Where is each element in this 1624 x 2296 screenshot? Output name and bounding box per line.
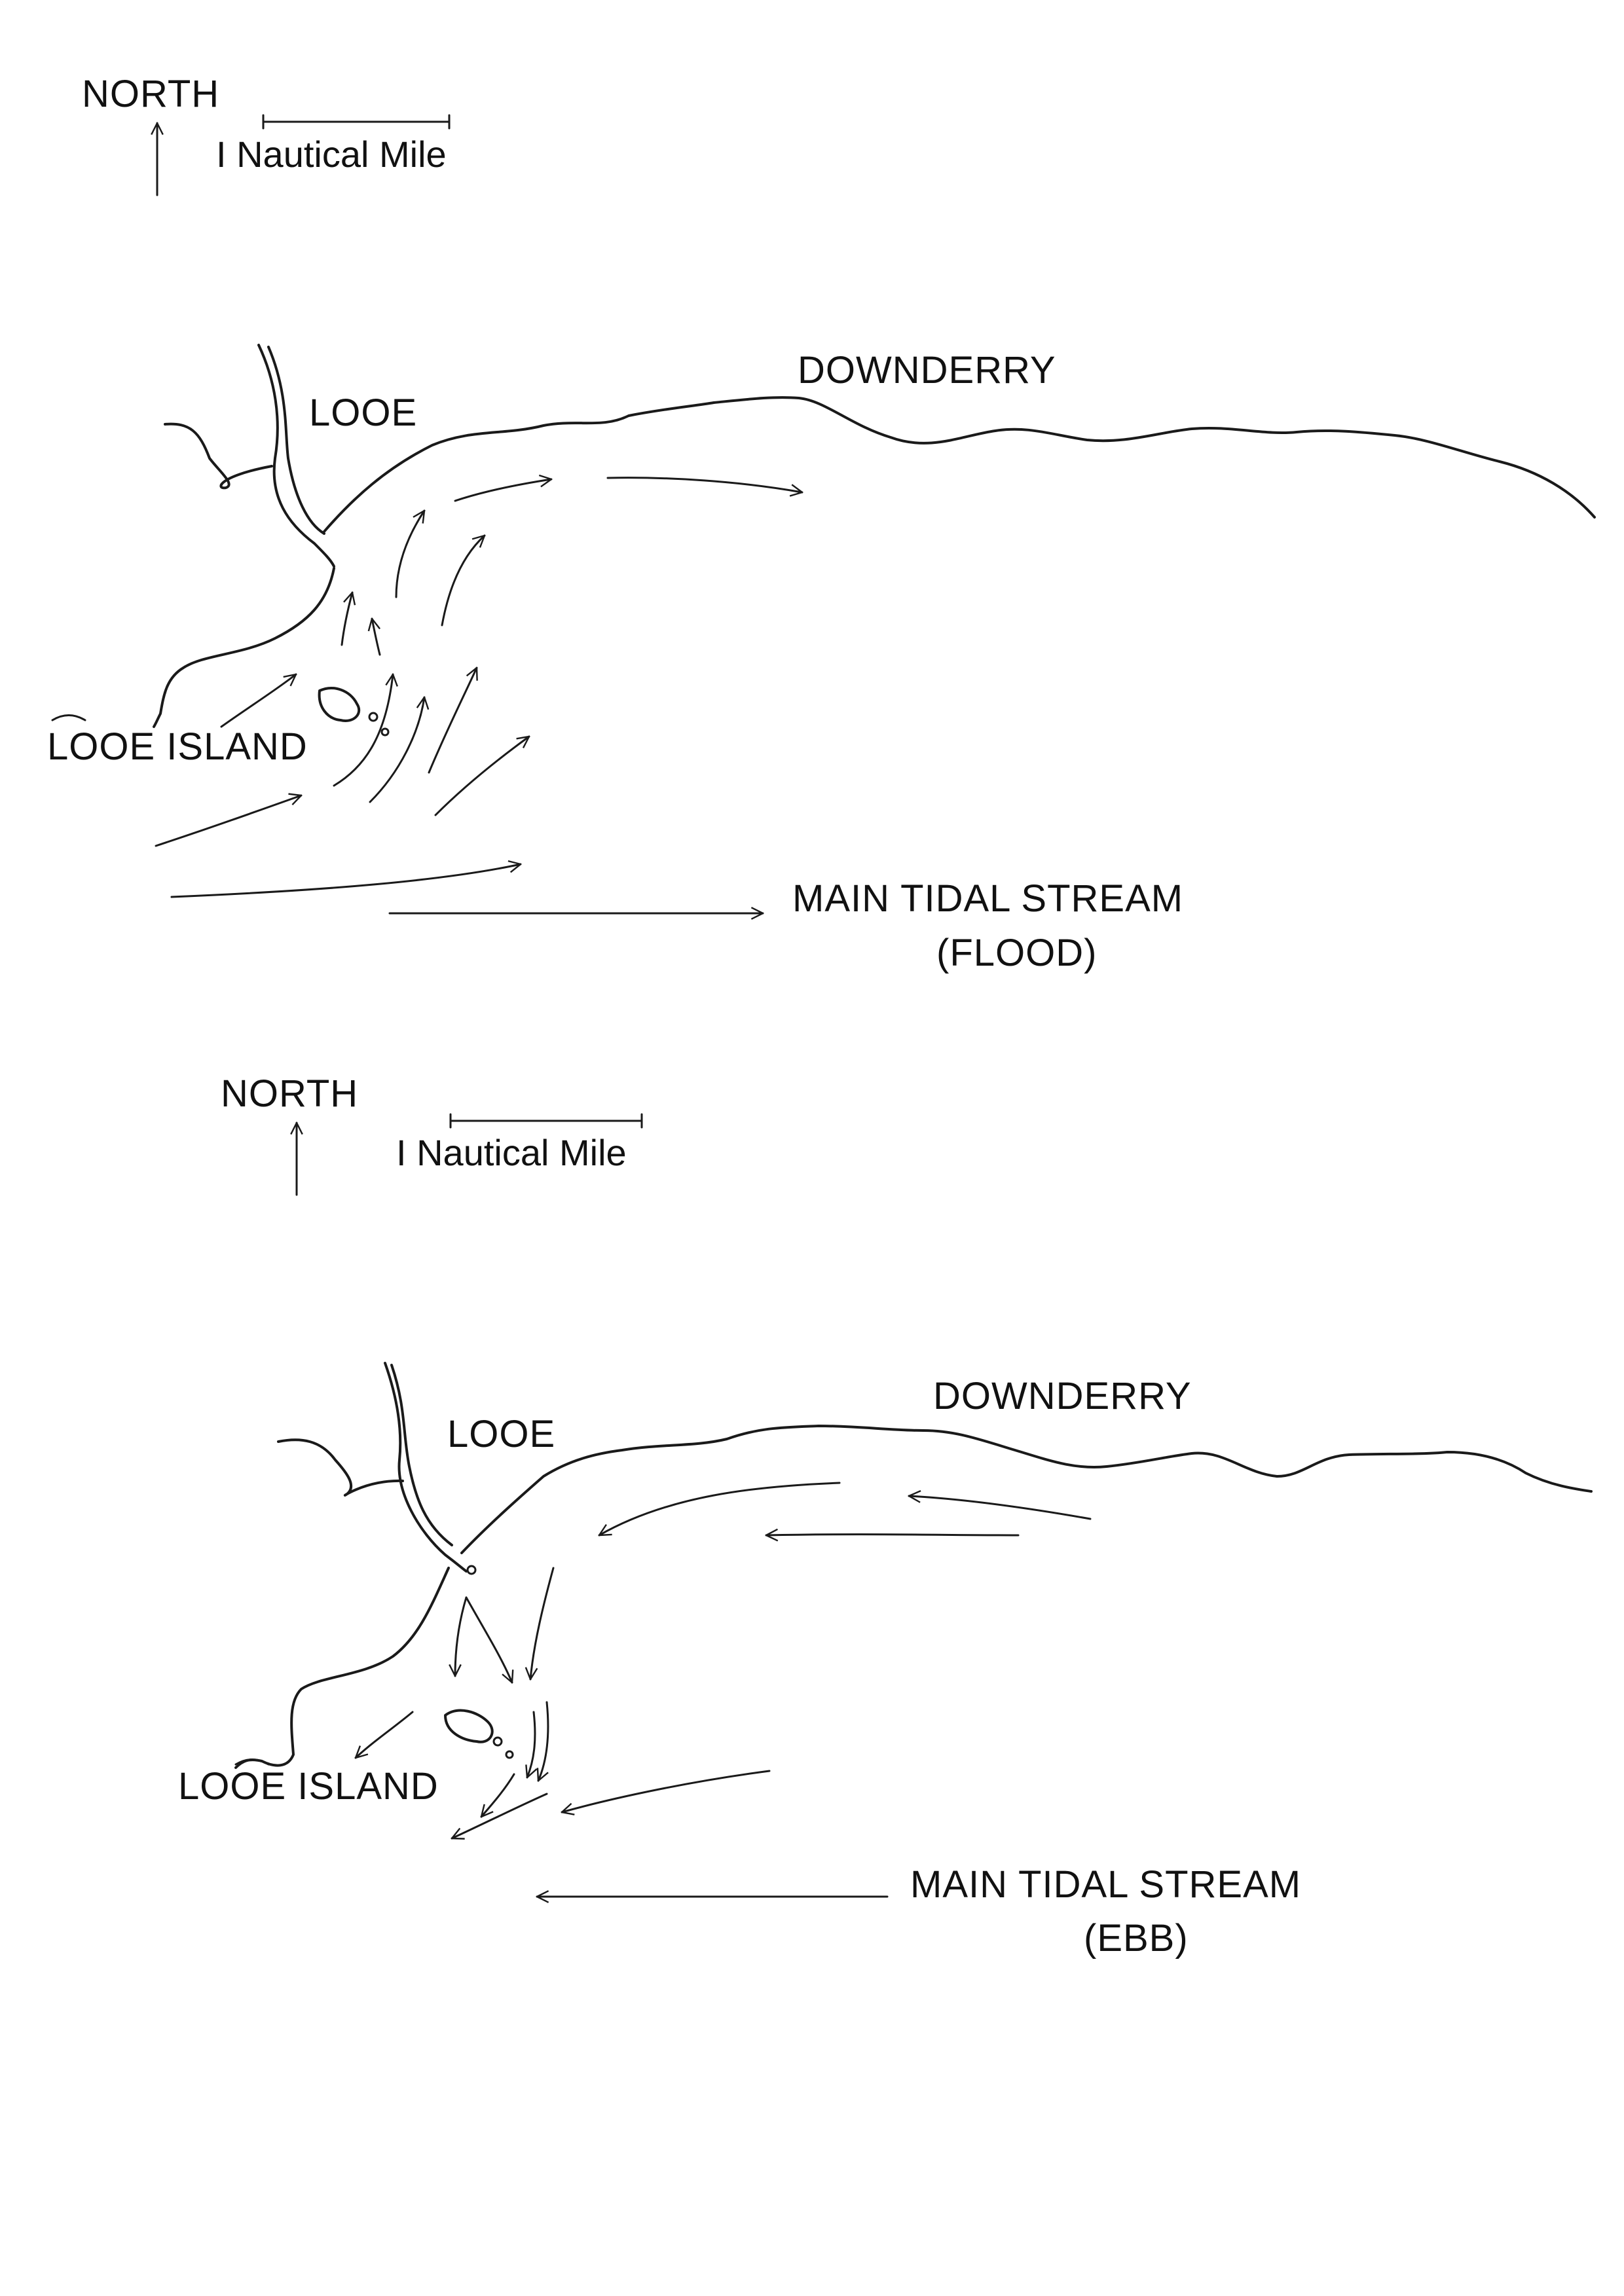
flood-arrow-icon: [341, 591, 356, 646]
flood-arrow-icon: [434, 735, 530, 816]
ebb-rock-icon: [505, 1750, 514, 1759]
flood-arrow-icon: [606, 477, 803, 497]
ebb-stream-label: MAIN TIDAL STREAM: [910, 1863, 1301, 1906]
flood-north-label: NORTH: [82, 73, 219, 115]
flood-coastline-west: [153, 567, 335, 728]
flood-scale-label: I Nautical Mile: [216, 134, 447, 175]
ebb-scale-bar: I Nautical Mile: [396, 1113, 643, 1173]
flood-arrow-icon: [428, 666, 478, 774]
ebb-looe-label: LOOE: [447, 1413, 555, 1455]
ebb-arrow-icon: [525, 1567, 555, 1681]
flood-looe-island-icon: [318, 687, 361, 722]
ebb-river-east-bank: [384, 1362, 468, 1573]
flood-river-west-bank: [267, 346, 325, 535]
ebb-rock-icon: [492, 1736, 503, 1747]
ebb-arrow-icon: [465, 1596, 514, 1684]
ebb-stream-arrows: [354, 1482, 1092, 1903]
flood-river-tributary: [164, 422, 273, 490]
flood-island-mark: [51, 714, 86, 721]
flood-looe-island-label: LOOE ISLAND: [47, 725, 308, 768]
ebb-north-indicator: NORTH: [221, 1072, 358, 1196]
ebb-arrow-icon: [598, 1482, 841, 1537]
flood-stream-arrows: [155, 474, 803, 920]
flood-scale-bar: I Nautical Mile: [216, 114, 451, 175]
flood-arrow-icon: [220, 673, 297, 728]
ebb-looe-island-icon: [444, 1709, 494, 1743]
ebb-arrow-icon: [561, 1770, 771, 1815]
flood-river-east-bank: [257, 344, 335, 568]
ebb-arrow-icon: [451, 1793, 548, 1840]
ebb-north-label: NORTH: [221, 1072, 358, 1115]
flood-rock-icon: [368, 712, 378, 722]
flood-stream-label: MAIN TIDAL STREAM: [792, 877, 1183, 920]
flood-arrow-icon: [333, 673, 398, 787]
ebb-rock-icon: [466, 1565, 477, 1575]
ebb-downderry-label: DOWNDERRY: [933, 1375, 1192, 1417]
ebb-island-mark: [234, 1758, 270, 1766]
ebb-arrow-icon: [354, 1711, 414, 1759]
ebb-arrow-icon: [536, 1701, 549, 1782]
flood-arrow-icon: [369, 696, 430, 803]
ebb-stream-phase: (EBB): [1084, 1917, 1189, 1959]
flood-north-indicator: NORTH: [82, 73, 219, 196]
ebb-coastline-west: [234, 1567, 450, 1769]
ebb-diagram: NORTH I Nautical Mile LOOE DOWNDERRY LOO…: [178, 1072, 1593, 1959]
ebb-arrow-icon: [908, 1490, 1092, 1520]
flood-stream-phase: (FLOOD): [936, 932, 1097, 974]
flood-arrow-icon: [155, 793, 303, 847]
ebb-arrow-icon: [449, 1596, 468, 1677]
flood-arrow-icon: [367, 617, 381, 656]
flood-arrow-icon: [170, 860, 522, 898]
flood-rock-icon: [380, 727, 390, 737]
flood-looe-label: LOOE: [309, 392, 417, 434]
ebb-river-west-bank: [390, 1364, 453, 1546]
ebb-coastline-east: [460, 1425, 1593, 1554]
ebb-looe-island-label: LOOE ISLAND: [178, 1765, 439, 1808]
ebb-scale-label: I Nautical Mile: [396, 1132, 627, 1173]
ebb-arrow-icon: [525, 1711, 538, 1779]
ebb-river-tributary: [277, 1438, 404, 1497]
flood-diagram: NORTH I Nautical Mile LOOE DOWNDERRY LOO…: [47, 73, 1596, 974]
flood-arrow-icon: [441, 534, 486, 627]
flood-coastline-east: [323, 396, 1596, 533]
ebb-arrow-icon: [480, 1773, 515, 1818]
flood-arrow-icon: [454, 474, 553, 502]
flood-downderry-label: DOWNDERRY: [798, 349, 1056, 392]
flood-arrow-icon: [395, 509, 426, 598]
